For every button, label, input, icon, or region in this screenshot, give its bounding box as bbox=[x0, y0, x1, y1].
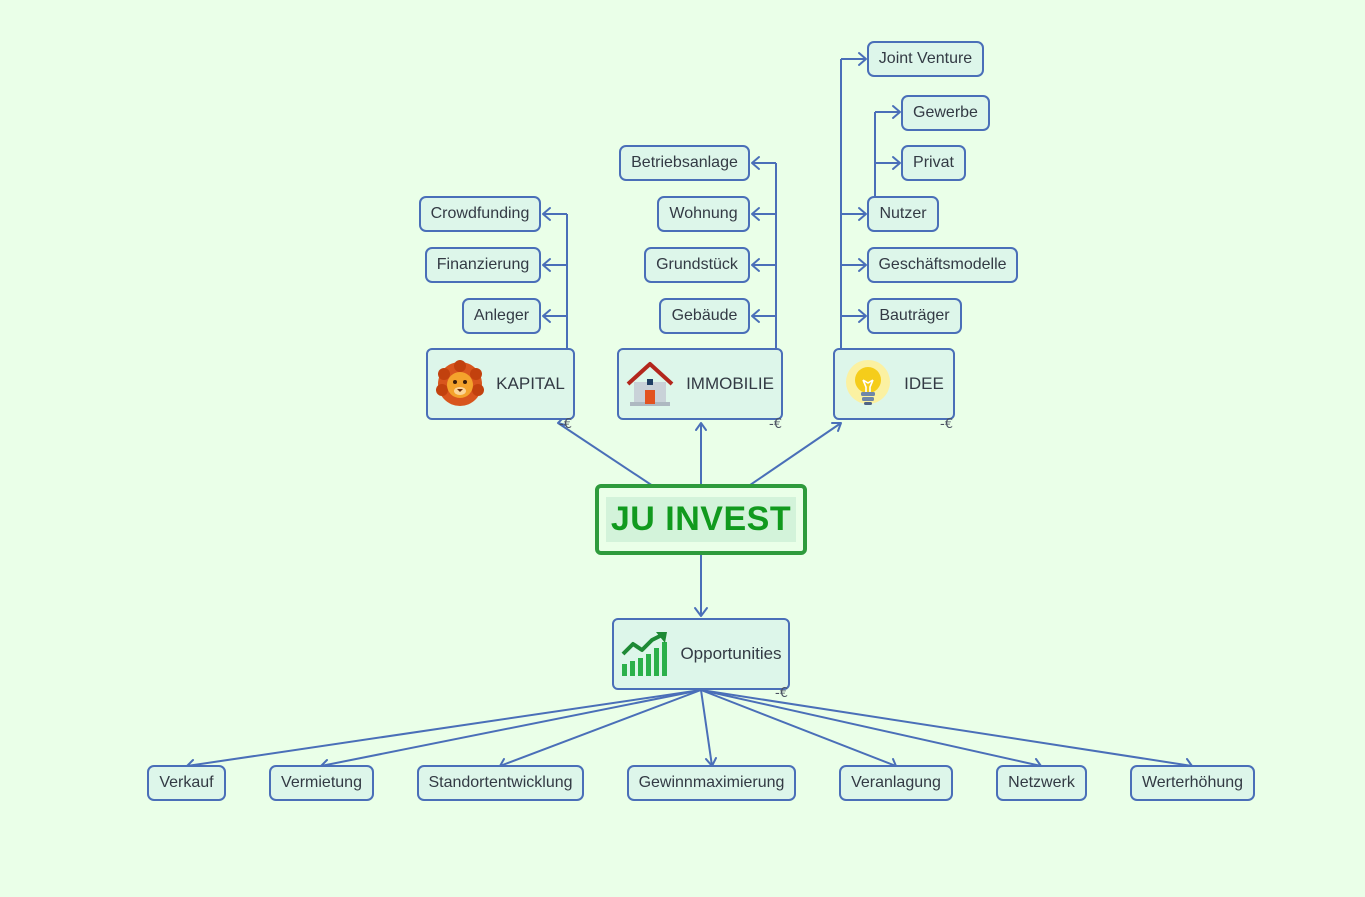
lion-icon bbox=[436, 360, 485, 406]
opportunities-node[interactable]: Opportunities bbox=[612, 618, 790, 690]
node-crowdfunding[interactable]: Crowdfunding bbox=[419, 196, 541, 232]
growth-chart-icon bbox=[622, 632, 668, 676]
node-verkauf[interactable]: Verkauf bbox=[147, 765, 226, 801]
connector-opp-standortentwicklung bbox=[499, 689, 702, 767]
kapital-node[interactable]: KAPITAL bbox=[426, 348, 575, 420]
immobilie-label: IMMOBILIE bbox=[686, 374, 774, 393]
opportunities-label: Opportunities bbox=[680, 644, 782, 663]
connector-opp-veranlagung bbox=[700, 689, 897, 767]
node-privat[interactable]: Privat bbox=[901, 145, 966, 181]
node-anleger[interactable]: Anleger bbox=[462, 298, 541, 334]
root-title: JU INVEST bbox=[605, 497, 797, 542]
root-node[interactable]: JU INVEST bbox=[595, 484, 807, 555]
node-geschaeftsmodelle[interactable]: Geschäftsmodelle bbox=[867, 247, 1018, 283]
node-gebaeude[interactable]: Gebäude bbox=[659, 298, 750, 334]
node-gewinnmaximierung[interactable]: Gewinnmaximierung bbox=[627, 765, 796, 801]
node-finanzierung[interactable]: Finanzierung bbox=[425, 247, 541, 283]
lightbulb-icon bbox=[846, 360, 891, 405]
idee-label: IDEE bbox=[904, 374, 944, 393]
connector-opp-gewinnmaximierung bbox=[700, 689, 713, 767]
collapse-opportunities-toggle[interactable]: -€ bbox=[775, 686, 788, 701]
node-werterhoehung[interactable]: Werterhöhung bbox=[1130, 765, 1255, 801]
kapital-label: KAPITAL bbox=[496, 374, 565, 393]
node-bautraeger[interactable]: Bauträger bbox=[867, 298, 962, 334]
node-vermietung[interactable]: Vermietung bbox=[269, 765, 374, 801]
connector-opp-vermietung bbox=[320, 689, 702, 767]
connector-opp-verkauf bbox=[186, 689, 702, 767]
node-netzwerk[interactable]: Netzwerk bbox=[996, 765, 1087, 801]
connector-opp-netzwerk bbox=[700, 689, 1042, 767]
idee-node[interactable]: IDEE bbox=[833, 348, 955, 420]
house-icon bbox=[626, 362, 674, 406]
collapse-immobilie-toggle[interactable]: -€ bbox=[769, 417, 782, 432]
connector-opp-werterhoehung bbox=[700, 689, 1193, 767]
node-grundstueck[interactable]: Grundstück bbox=[644, 247, 750, 283]
node-standortentwicklung[interactable]: Standortentwicklung bbox=[417, 765, 584, 801]
node-betriebsanlage[interactable]: Betriebsanlage bbox=[619, 145, 750, 181]
node-joint-venture[interactable]: Joint Venture bbox=[867, 41, 984, 77]
node-gewerbe[interactable]: Gewerbe bbox=[901, 95, 990, 131]
node-wohnung[interactable]: Wohnung bbox=[657, 196, 750, 232]
immobilie-node[interactable]: IMMOBILIE bbox=[617, 348, 783, 420]
node-veranlagung[interactable]: Veranlagung bbox=[839, 765, 953, 801]
collapse-kapital-toggle[interactable]: -€ bbox=[559, 417, 572, 432]
collapse-idee-toggle[interactable]: -€ bbox=[940, 417, 953, 432]
node-nutzer[interactable]: Nutzer bbox=[867, 196, 939, 232]
